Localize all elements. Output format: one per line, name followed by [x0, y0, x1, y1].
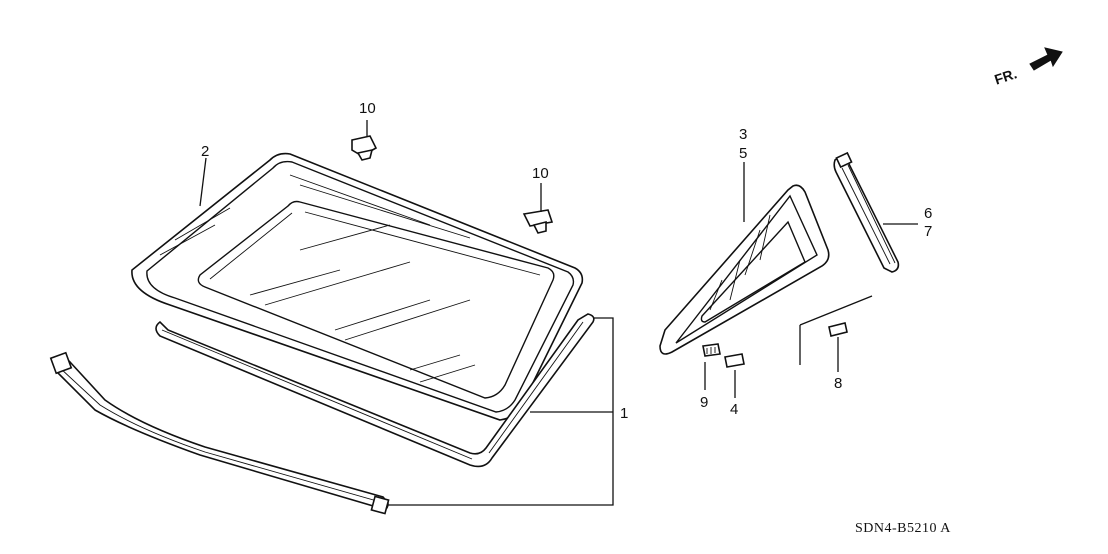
leader-lines	[199, 120, 918, 506]
drawing-code: SDN4-B5210 A	[855, 521, 951, 536]
callout-2: 2	[201, 143, 209, 160]
front-label: FR.	[992, 65, 1018, 87]
callout-9: 9	[700, 394, 708, 411]
callout-6: 6	[924, 205, 932, 222]
callout-1: 1	[620, 405, 628, 422]
callout-10-upper: 10	[359, 100, 376, 117]
quarter-glass-molding	[833, 151, 900, 273]
front-arrow-icon	[1029, 47, 1063, 71]
quarter-glass	[659, 184, 830, 355]
callout-10-lower: 10	[532, 165, 549, 182]
rear-windshield-glass	[131, 152, 584, 421]
callout-5: 5	[739, 145, 747, 162]
trim-lines	[799, 295, 873, 365]
clip-part-9	[702, 343, 721, 357]
windshield-molding-long	[49, 351, 390, 515]
clip-lower	[522, 209, 554, 234]
seal-pad	[828, 322, 848, 337]
clip-part-4	[724, 353, 745, 368]
windshield-molding-lower	[155, 313, 595, 468]
callout-7: 7	[924, 223, 932, 240]
clip-upper	[351, 135, 378, 161]
callout-8: 8	[834, 375, 842, 392]
front-direction-indicator: FR.	[992, 47, 1063, 88]
callout-3: 3	[739, 126, 747, 143]
callout-4: 4	[730, 401, 738, 418]
